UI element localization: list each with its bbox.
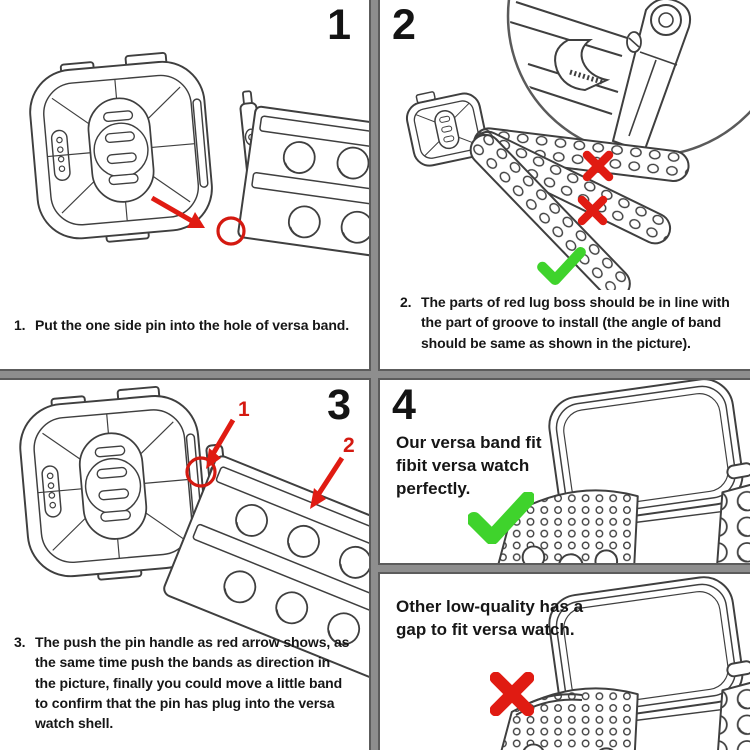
step-1-caption: 1. Put the one side pin into the hole of… <box>14 315 362 335</box>
magnifier-inset-icon <box>506 0 750 158</box>
red-arrow-icon <box>150 195 205 228</box>
caption-number: 1. <box>14 317 26 333</box>
good-fit-caption: Our versa band fit fibit versa watch per… <box>396 433 542 498</box>
step-1-number: 1 <box>327 1 351 49</box>
red-arrow-1-icon <box>206 418 236 469</box>
lug-groove <box>554 39 611 92</box>
panel-step-4-good: 4 Our versa band fit fibit versa watch p… <box>378 378 750 565</box>
green-check-icon <box>468 492 534 544</box>
step-1-illustration <box>24 48 369 258</box>
caption-number: 3. <box>14 634 26 650</box>
caption-text: The push the pin handle as red arrow sho… <box>35 634 350 732</box>
caption-text: The parts of red lug boss should be in l… <box>421 294 730 351</box>
caption-number: 2. <box>400 294 412 310</box>
green-check-icon <box>542 252 580 280</box>
small-watch-drawing <box>405 91 488 167</box>
band-angle-correct <box>469 133 631 290</box>
step-2-number: 2 <box>392 1 416 49</box>
panel-step-2: 2 <box>378 0 750 371</box>
panel-step-1: 1 <box>0 0 371 371</box>
red-arrow-2-icon <box>310 456 345 509</box>
band-angle-options <box>469 127 690 290</box>
step-2-illustration <box>405 0 750 290</box>
band-drawing <box>237 90 369 258</box>
panel-step-4: 4 Our versa band fit fibit versa watch p… <box>378 378 750 750</box>
red-circle-icon <box>216 216 246 246</box>
red-arrow-2-label: 2 <box>343 434 355 457</box>
red-circle-icon <box>185 456 217 488</box>
step-3-caption: 3. The push the pin handle as red arrow … <box>14 632 354 733</box>
step-3-illustration: 1 2 <box>14 382 369 690</box>
panel-step-4-bad: Other low-quality has a gap to fit versa… <box>378 572 750 750</box>
red-cross-icon <box>490 672 534 716</box>
panel-step-3: 3 1 <box>0 378 371 750</box>
red-arrow-1-label: 1 <box>238 398 250 421</box>
band-lug-boss-arm <box>611 0 692 154</box>
step-3-number: 3 <box>327 381 351 429</box>
step-4-number: 4 <box>392 381 416 429</box>
step-2-caption: 2. The parts of red lug boss should be i… <box>400 292 738 353</box>
bad-fit-caption: Other low-quality has a gap to fit versa… <box>396 597 584 639</box>
caption-text: Put the one side pin into the hole of ve… <box>35 317 350 333</box>
